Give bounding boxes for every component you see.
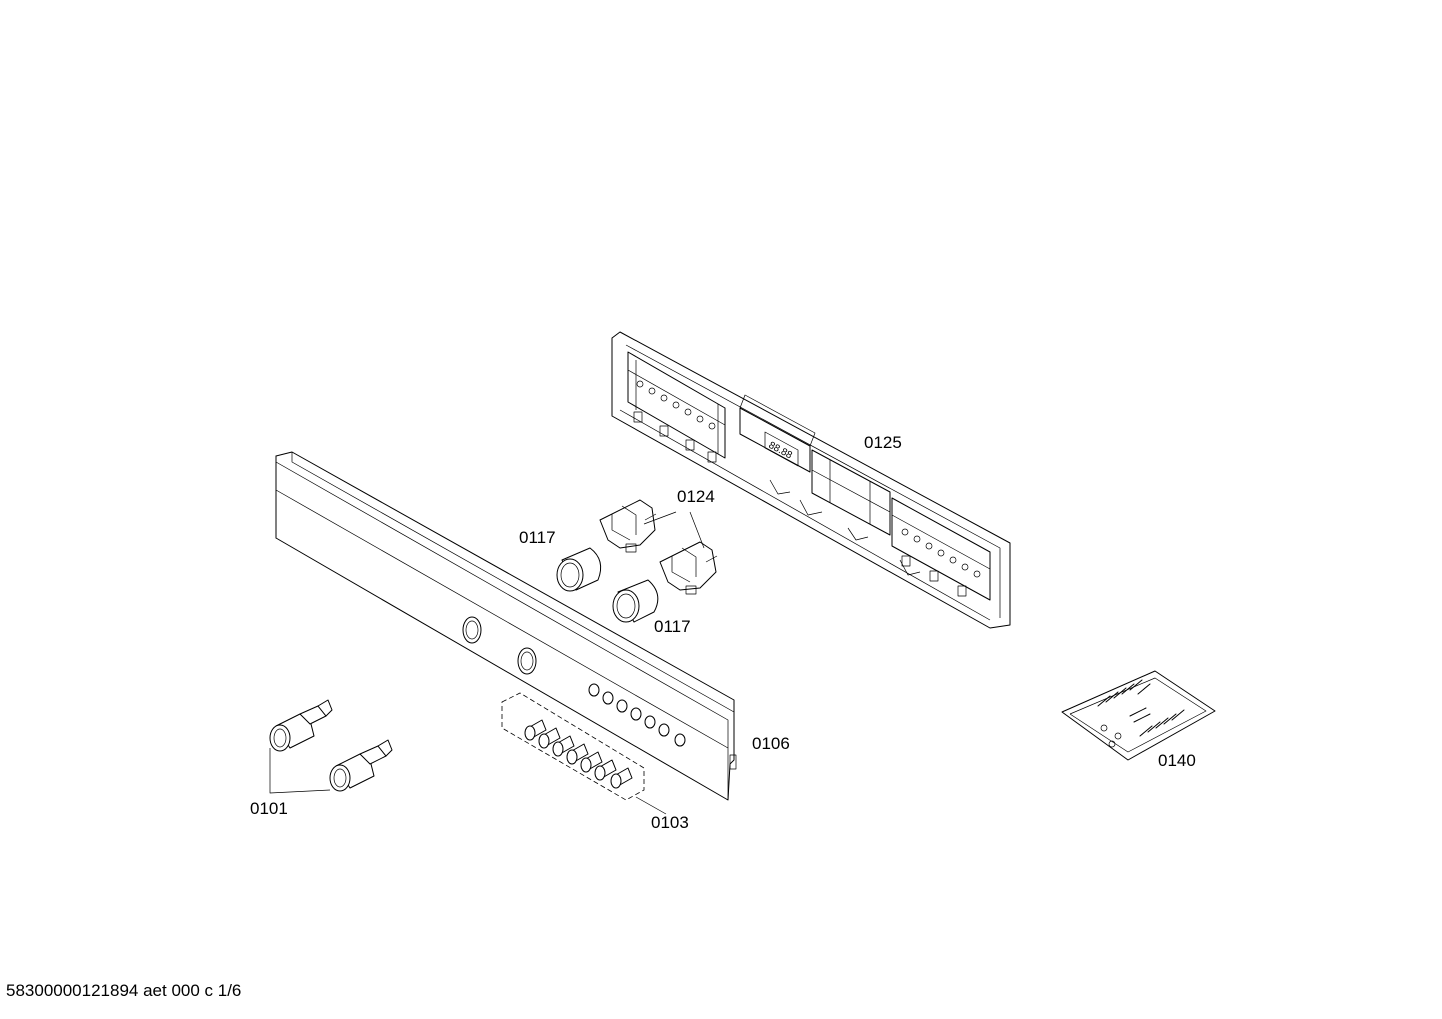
screw-bag [1061,670,1216,761]
label-0117-upper: 0117 [519,528,556,547]
module-terminals-left [633,380,717,463]
module-terminals-right [901,528,981,597]
button-holes [588,683,686,747]
label-0140: 0140 [1158,751,1196,770]
label-0106: 0106 [752,734,790,753]
label-0101: 0101 [250,799,288,818]
leader-0103 [635,796,667,815]
knob-cap-lower [612,579,659,623]
push-button-set [501,692,645,801]
document-code: 58300000121894 aet 000 c 1/6 [6,981,242,1000]
control-panel-facia [275,451,737,801]
leader-0124-b [689,511,705,549]
label-0125: 0125 [864,433,902,452]
leader-0124 [643,511,677,525]
knob-cap-upper [556,547,602,592]
switch-holder-lower [659,541,718,595]
rotary-knob-lower [329,739,393,792]
push-buttons [524,719,633,789]
rotary-knob-upper [269,699,333,752]
label-0124: 0124 [677,487,715,506]
label-0103: 0103 [651,813,689,832]
control-module: 88.88 [611,331,1011,629]
label-0117-lower: 0117 [654,617,691,636]
switch-holder-upper [599,499,657,553]
leader-0101 [269,748,331,794]
screws [1097,679,1185,748]
